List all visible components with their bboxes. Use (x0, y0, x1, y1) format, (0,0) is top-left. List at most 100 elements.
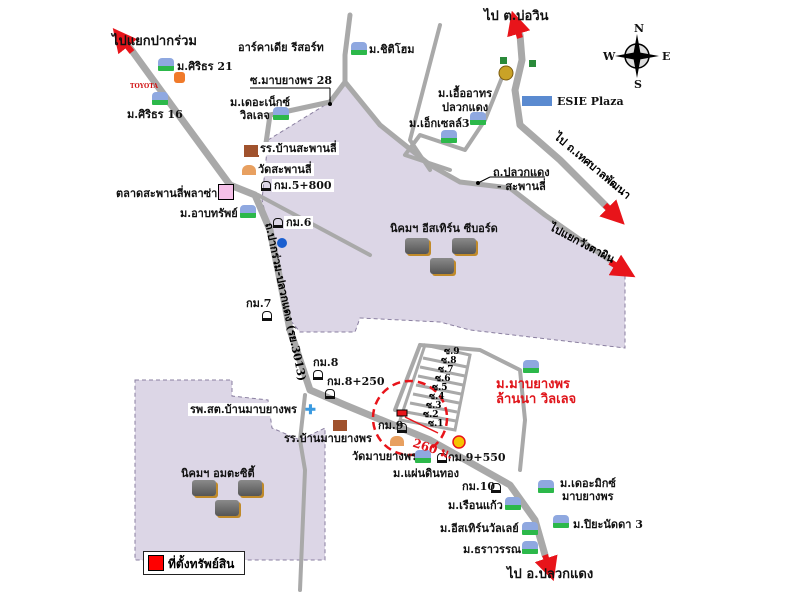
place-the-next-2: วิลเลจ (240, 109, 270, 122)
legend-label: ที่ตั้งทรัพย์สิน (168, 557, 235, 571)
place-thanawan: ม.ธราวรรณ (463, 543, 522, 556)
km-marker-5800: กม.5+800 (272, 179, 334, 192)
place-ruen-kaew: ม.เรือนแก้ว (448, 499, 503, 512)
compass-e: E (662, 50, 671, 63)
place-wat-saphan-li: วัดสะพานลี่ (256, 163, 314, 176)
road-label-pluak-daeng-1: ถ.ปลวกแดง (493, 166, 550, 179)
village-icon (152, 92, 168, 105)
place-the-mix-1: ม.เดอะมิกซ์ (560, 477, 616, 490)
km-marker-7: กม.7 (246, 297, 272, 310)
compass-n: N (634, 22, 645, 35)
soi-label: ซ.4 (429, 392, 445, 402)
direction-bo-win: ไป ต.บ่อวิน (484, 9, 549, 24)
factory-icon (215, 500, 239, 516)
soi-label: ซ.3 (426, 401, 442, 411)
place-esie: ESIE Plaza (557, 95, 624, 108)
km-marker-9550: กม.9+550 (448, 451, 506, 464)
place-hospital: รพ.สต.บ้านมาบยางพร (188, 403, 299, 416)
road-label-pluak-daeng-2: - สะพานลี่ (497, 180, 546, 193)
arrow-wang-ta-phin (608, 254, 636, 278)
village-icon (505, 497, 521, 510)
main-road (126, 44, 549, 559)
km-marker-icon (491, 483, 501, 493)
market-icon (218, 184, 234, 200)
village-icon (538, 480, 554, 493)
road-bo-win (511, 31, 614, 214)
ptt-station-icon (277, 238, 287, 248)
arrow-thetsaban (599, 199, 625, 225)
km-marker-6: กม.6 (284, 216, 314, 229)
arrow-pak-ruam (112, 27, 138, 55)
compass-s: S (634, 78, 642, 91)
km-marker-icon (313, 370, 323, 380)
compass-icon (615, 34, 659, 78)
km-marker-icon (325, 389, 335, 399)
place-piyanudda-3: ม.ปิยะนัดดา 3 (573, 518, 643, 531)
place-chiti-home: ม.ชิติโฮม (369, 43, 415, 56)
place-excel-3: ม.เอ็กเซลล์3 (409, 117, 470, 130)
soi-label: ซ.1 (428, 419, 444, 429)
place-school-mabyangporn: รร.บ้านมาบยางพร (284, 432, 372, 445)
place-eua-arthorn-2: ปลวกแดง (442, 101, 489, 114)
place-eua-arthorn-1: ม.เอื้ออาทร (438, 87, 492, 100)
village-icon (158, 58, 174, 71)
direction-pluak-daeng: ไป อ.ปลวกแดง (507, 567, 594, 582)
bank-icon (498, 65, 514, 81)
village-icon (441, 130, 457, 143)
road-wang-ta-phin (342, 79, 615, 265)
school-icon (244, 145, 259, 157)
soi-label: ซ.2 (423, 410, 439, 420)
soi-label: ซ.6 (435, 374, 451, 384)
store-icon (174, 72, 185, 83)
seven-eleven-icon (500, 57, 507, 64)
km-marker-8250: กม.8+250 (327, 375, 385, 388)
place-the-next-1: ม.เดอะเน็กซ์ (230, 96, 290, 109)
temple-icon (242, 165, 256, 175)
temple-icon (390, 436, 404, 446)
village-icon (523, 360, 539, 373)
village-icon (522, 541, 538, 554)
village-icon (470, 112, 486, 125)
place-mabyangporn-lanna-1: ม.มาบยางพร (496, 377, 571, 392)
village-icon (553, 515, 569, 528)
place-mabyangporn-lanna-2: ล้านนา วิลเลจ (496, 392, 577, 407)
km-marker-8: กม.8 (313, 356, 339, 369)
place-amata: นิคมฯ อมตะซิตี้ (181, 467, 255, 480)
road-soi-28 (262, 12, 353, 153)
km-marker-icon (261, 181, 271, 191)
factory-icon (238, 480, 262, 496)
village-icon (273, 107, 289, 120)
place-the-mix-2: มาบยางพร (562, 490, 614, 503)
place-eastern-valley: ม.อีสเทิร์นวัลเลย์ (440, 522, 519, 535)
km-marker-icon (437, 453, 447, 463)
seven-eleven-icon (529, 60, 536, 67)
mall-icon (522, 96, 552, 106)
factory-icon (405, 238, 429, 254)
property-marker (396, 409, 408, 417)
school-icon (333, 420, 347, 431)
soi-label: ซ.7 (438, 365, 454, 375)
km-marker-10: กม.10 (462, 480, 496, 493)
factory-icon (452, 238, 476, 254)
road-label-soi-28: ซ.มาบยางพร 28 (250, 74, 332, 87)
zone-eastern-seaboard (261, 81, 626, 349)
km-marker-icon (273, 218, 283, 228)
place-school-saphan-li: รร.บ้านสะพานลี่ (258, 142, 339, 155)
place-siriporn-21: ม.ศิริธร 21 (177, 60, 233, 73)
compass-w: W (603, 50, 616, 63)
km-marker-icon (397, 423, 407, 433)
arrow-pluak-daeng (534, 554, 558, 582)
village-icon (415, 450, 431, 463)
factory-icon (192, 480, 216, 496)
soi-label: ซ.5 (432, 383, 448, 393)
place-eastern-seaboard: นิคมฯ อีสเทิร์น ซีบอร์ด (390, 222, 498, 235)
soi-label: ซ.8 (441, 356, 457, 366)
village-icon (351, 42, 367, 55)
village-icon (522, 522, 538, 535)
place-arbsap: ม.อาบทรัพย์ (180, 207, 238, 220)
km-marker-icon (262, 311, 272, 321)
place-paen-din-thong: ม.แผ่นดินทอง (393, 467, 460, 480)
factory-icon (430, 258, 454, 274)
